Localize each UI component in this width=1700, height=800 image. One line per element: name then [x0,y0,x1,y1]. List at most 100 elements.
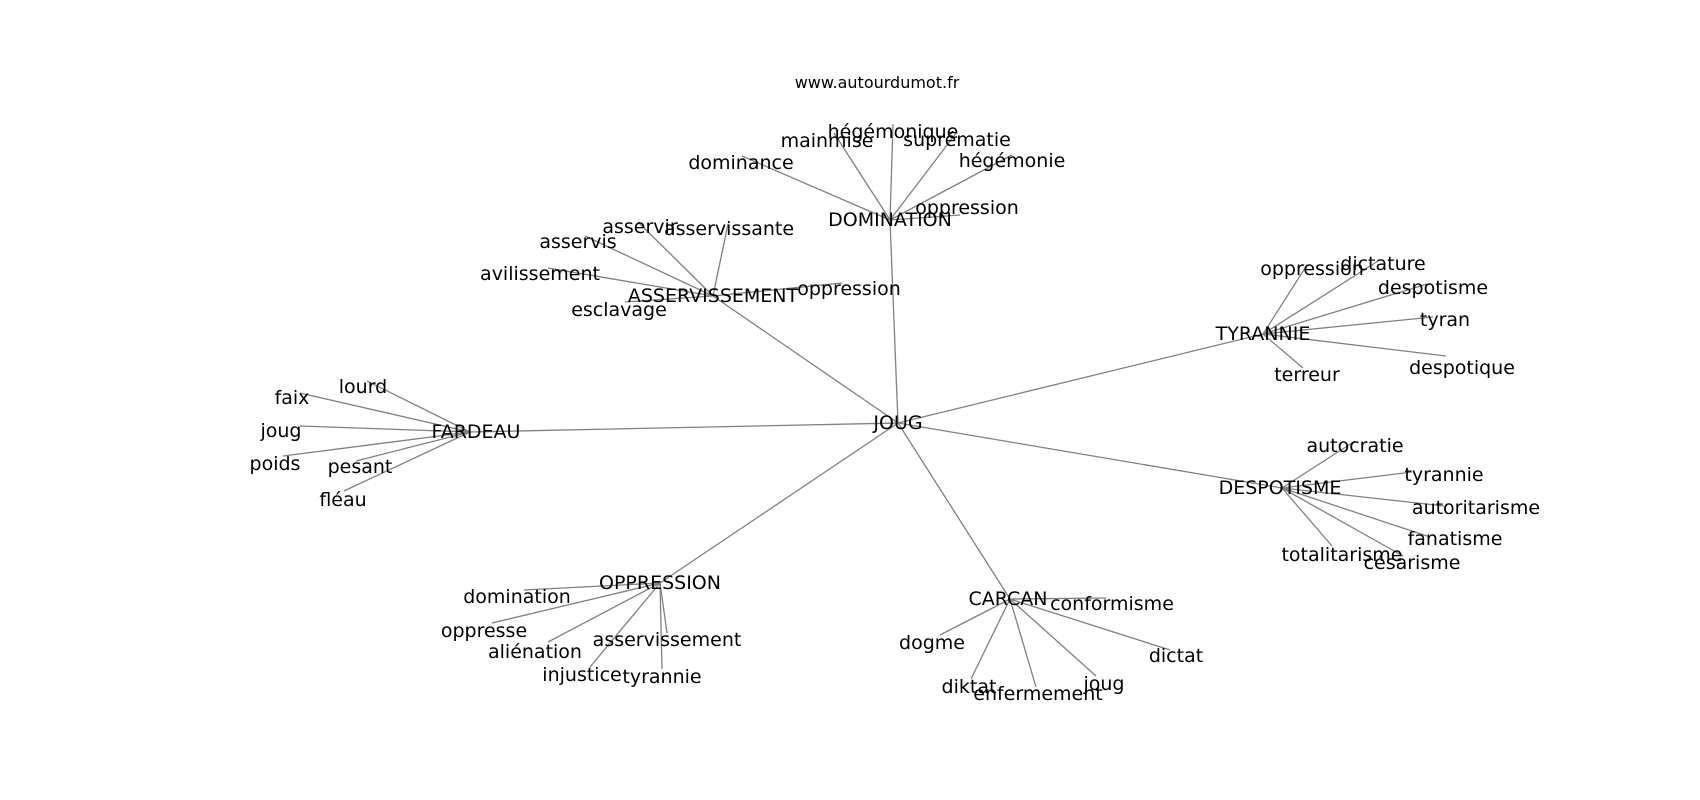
leaf-node-label: despotique [1409,357,1515,379]
leaf-edge [889,131,958,221]
leaf-edge [491,582,661,624]
leaf-edge [637,221,714,297]
leaf-node-label: tyrannie [1404,464,1483,486]
leaf-node-label: conformisme [1050,593,1174,615]
leaf-node-label: oppression [1260,258,1364,280]
leaf-node-label: dogme [899,632,965,654]
leaf-node-label: dictat [1149,645,1203,667]
leaf-edge [1009,598,1037,688]
leaf-edge [624,295,714,303]
leaf-edge [1009,598,1171,651]
leaf-node-label: esclavage [571,299,667,321]
leaf-node-label: mainmise [781,130,874,152]
leaf-edge [1262,260,1379,335]
leaf-node-label: lourd [339,376,387,398]
leaf-edge [970,598,1011,680]
center-edge-tyrannie [897,333,1264,424]
leaf-node-label: autocratie [1306,435,1403,457]
leaf-node-label: suprématie [903,129,1011,151]
leaf-node-label: oppression [797,278,901,300]
leaf-edge [889,154,1013,221]
leaf-edge [584,235,714,297]
leaf-node-label: domination [463,586,571,608]
hub-node-label: FARDEAU [432,421,521,443]
leaf-node-label: totalitarisme [1281,544,1402,566]
leaf-edge [939,598,1011,636]
leaf-edge [523,582,661,591]
leaf-node-label: asservissement [593,629,742,651]
leaf-edge [1281,487,1333,547]
leaf-edge [1262,333,1447,357]
leaf-edge [1281,440,1356,489]
leaf-edge [1281,487,1431,538]
leaf-node-label: joug [1082,673,1124,695]
watermark-text: www.autourdumot.fr [795,73,960,92]
leaf-node-label: fléau [319,489,366,511]
hub-node-label: DESPOTISME [1219,477,1342,499]
leaf-edge [1262,316,1434,335]
leaf-edge [343,431,471,492]
hub-node-label: ASSERVISSEMENT [628,285,799,307]
leaf-node-label: dictature [1340,253,1425,275]
leaf-node-label: autoritarisme [1412,497,1540,519]
hub-node-label: OPPRESSION [599,572,721,594]
leaf-edge [547,267,714,297]
leaf-node-label: injustice [542,664,621,686]
leaf-edge [282,431,471,457]
hub-node-label: TYRANNIE [1215,323,1311,345]
leaf-node-label: terreur [1274,364,1340,386]
leaf-node-label: avilissement [480,263,600,285]
leaf-edge [889,123,894,221]
hub-node-label: DOMINATION [828,209,952,231]
leaf-edge [1281,471,1413,489]
leaf-node-label: diktat [942,676,997,698]
leaf-node-label: enfermement [973,683,1102,705]
leaf-edge [712,282,843,297]
leaf-node-label: hégémonique [828,121,959,143]
leaf-node-label: poids [250,453,301,475]
leaf-node-label: dominance [688,152,793,174]
hub-node-label: CARCAN [969,588,1048,610]
center-node-label: JOUG [872,412,922,434]
leaf-edge [1262,333,1304,369]
leaf-node-label: hégémonie [959,150,1066,172]
leaf-edge [1009,597,1107,600]
center-edge-despotisme [897,422,1283,489]
leaf-edge [833,132,891,221]
center-edge-carcan [897,422,1011,600]
leaf-node-label: despotisme [1378,277,1488,299]
center-edge-domination [889,219,899,424]
leaf-edge [547,582,661,643]
label-layer: JOUG DOMINATION dominancemainmisehégémoniq… [250,121,1541,705]
leaf-edge [299,392,471,433]
leaf-edge [1262,264,1308,335]
leaf-node-label: asservissante [664,218,794,240]
leaf-node-label: aliénation [488,641,582,663]
leaf-edge [659,582,663,670]
leaf-edge [366,380,471,433]
center-edge-fardeau [469,422,899,433]
leaf-edge [659,582,668,634]
leaf-edge [1281,487,1445,507]
leaf-edge [712,223,729,297]
leaf-node-label: joug [259,420,301,442]
leaf-edge [589,582,661,668]
leaf-edge [299,425,471,433]
leaf-node-label: césarisme [1364,552,1461,574]
leaf-node-label: oppression [915,197,1019,219]
leaf-node-label: tyran [1420,309,1470,331]
leaf-edge [1009,598,1097,677]
leaf-edge [741,155,891,221]
leaf-node-label: tyrannie [622,666,701,688]
leaf-edge [1262,283,1428,335]
center-edge-oppression [659,422,899,584]
leaf-node-label: fanatisme [1408,528,1503,550]
leaf-edge [355,431,471,462]
leaf-node-label: asservis [539,231,616,253]
edge-layer [282,123,1447,688]
leaf-edge [1281,487,1404,557]
leaf-node-label: pesant [328,456,393,478]
leaf-node-label: faix [275,387,310,409]
center-edge-asservissement [712,295,899,424]
